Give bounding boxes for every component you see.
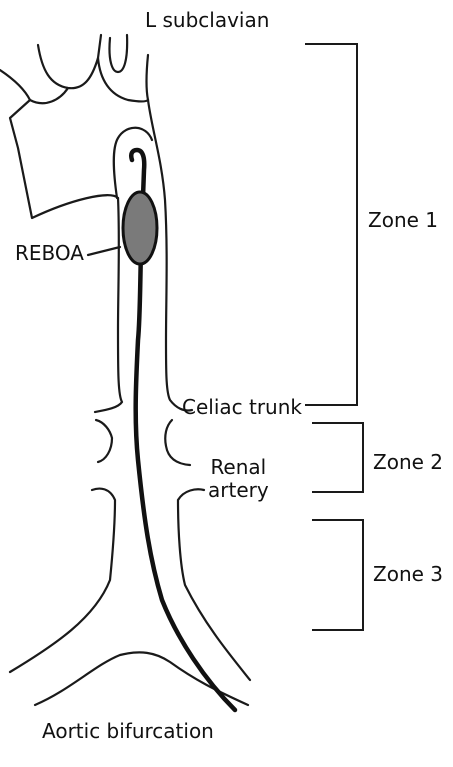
renal-right-wall xyxy=(176,488,252,682)
zone2-bracket xyxy=(312,422,364,493)
reboa-balloon xyxy=(121,190,159,266)
descending-aorta-left-wall xyxy=(93,196,124,414)
brachiocephalic-vessel xyxy=(36,33,103,90)
zone3-label: Zone 3 xyxy=(373,562,443,586)
arch-inner-curve xyxy=(112,126,154,200)
bifurcation-inner-curve xyxy=(33,651,250,707)
reboa-catheter xyxy=(128,147,238,713)
zone1-label: Zone 1 xyxy=(368,208,438,232)
zone2-label: Zone 2 xyxy=(373,450,443,474)
arch-inner-outline xyxy=(96,56,150,103)
arch-left-outline xyxy=(0,68,120,220)
renal-artery-label: Renal artery xyxy=(208,455,269,502)
left-subclavian-vessel xyxy=(145,53,150,102)
reboa-label: REBOA xyxy=(15,241,84,265)
celiac-right-branch xyxy=(164,418,192,467)
arch-top-outline xyxy=(28,86,70,105)
l-subclavian-label: L subclavian xyxy=(145,8,270,32)
zone3-bracket xyxy=(312,519,364,631)
reboa-pointer-line xyxy=(86,245,122,257)
renal-left-wall xyxy=(8,487,117,674)
descending-aorta-right-wall xyxy=(146,98,194,412)
left-common-carotid-vessel xyxy=(108,33,129,74)
zone1-bracket xyxy=(305,43,358,406)
celiac-trunk-label: Celiac trunk xyxy=(182,395,302,419)
celiac-left-branch xyxy=(94,418,114,464)
aortic-bifurcation-label: Aortic bifurcation xyxy=(42,719,214,743)
